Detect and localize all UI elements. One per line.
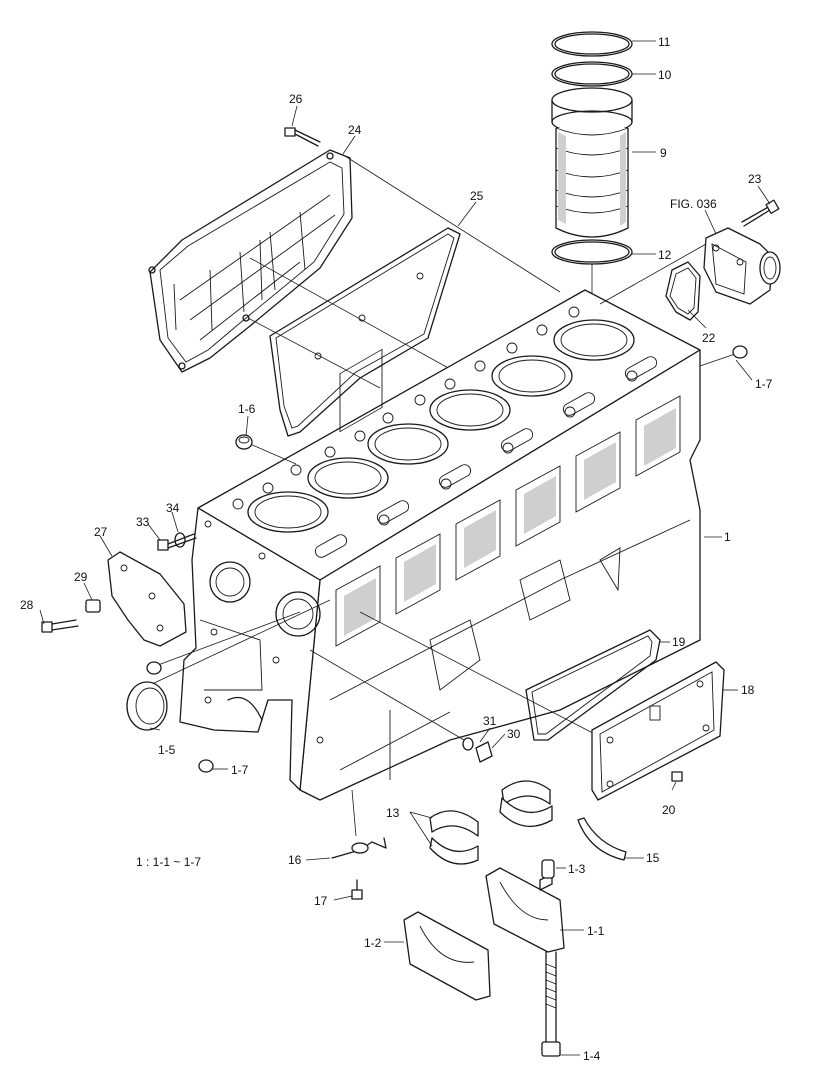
o-ring-12 [551, 239, 633, 265]
main-bearing-shells-13 [429, 780, 553, 865]
callout-11: 11 [658, 35, 671, 49]
callout-16: 16 [288, 853, 302, 867]
callout-13: 13 [386, 806, 400, 820]
bolt-28 [41, 619, 79, 633]
callout-1-3: 1-3 [568, 862, 586, 876]
callout-1: 1 [724, 530, 731, 544]
bearing-cap-1-1 [485, 867, 565, 953]
plug-1-7-top [732, 345, 748, 359]
callout-30: 30 [507, 727, 521, 741]
dowel-1-3 [541, 859, 555, 879]
gasket-25 [269, 227, 461, 437]
cylinder-liner-9 [551, 87, 633, 238]
callout-23: 23 [748, 172, 762, 186]
callout-28: 28 [20, 598, 34, 612]
o-ring-10 [551, 61, 633, 87]
thrust-washer-15 [577, 817, 627, 861]
callout-17: 17 [314, 894, 328, 908]
bolt-17 [351, 879, 363, 900]
callout-19: 19 [672, 635, 686, 649]
seal-1-5 [126, 681, 168, 731]
plug-1-6 [235, 434, 253, 450]
plug-1-7-bottom [198, 759, 214, 773]
callout-29: 29 [74, 570, 88, 584]
callout-9: 9 [660, 146, 667, 160]
washer-34 [174, 532, 186, 548]
legend-note: 1 : 1-1 ~ 1-7 [136, 855, 201, 869]
bolt-26 [284, 127, 321, 147]
cylinder-liner-assembly [551, 31, 633, 340]
bolt-33 [157, 533, 197, 551]
plug-30 [475, 741, 493, 763]
callout-18: 18 [741, 683, 755, 697]
callout-1-2: 1-2 [364, 936, 382, 950]
callout-15: 15 [646, 851, 660, 865]
callout-1-6: 1-6 [238, 402, 256, 416]
callout-1-7-top: 1-7 [755, 377, 773, 391]
callout-10: 10 [658, 68, 672, 82]
cylinder-bores [247, 319, 635, 533]
bolt-20 [671, 771, 683, 782]
o-ring-11 [551, 31, 633, 57]
spacer-29 [85, 599, 101, 613]
callout-labels: 11 10 9 12 26 24 25 23 FIG. 036 22 1-7 1… [20, 35, 773, 1063]
cap-bolt-1-4 [541, 951, 561, 1057]
callout-26: 26 [289, 92, 303, 106]
callout-1-1: 1-1 [587, 924, 605, 938]
cover-18 [591, 661, 725, 801]
callout-1-5: 1-5 [158, 743, 176, 757]
callout-25: 25 [470, 189, 484, 203]
callout-31: 31 [483, 714, 497, 728]
callout-1-4: 1-4 [583, 1049, 601, 1063]
gasket-19 [525, 629, 661, 741]
bearing-cap-1-2 [403, 911, 491, 1001]
deck-bolt-holes [232, 306, 638, 526]
callout-20: 20 [662, 803, 676, 817]
callout-27: 27 [94, 525, 108, 539]
callout-1-7-bottom: 1-7 [231, 763, 249, 777]
washer-31 [462, 737, 474, 751]
side-windows [339, 348, 383, 433]
callout-24: 24 [348, 123, 362, 137]
callout-leaders [39, 40, 771, 1056]
gasket-22 [665, 261, 701, 321]
callout-34: 34 [166, 501, 180, 515]
side-cover-24 [148, 149, 353, 373]
cylinder-block-1 [179, 289, 701, 801]
callout-22: 22 [702, 331, 716, 345]
bracket-27 [107, 551, 187, 647]
oil-jet-16 [331, 837, 387, 859]
thermostat-housing-fig036 [703, 227, 781, 305]
callout-12: 12 [658, 248, 672, 262]
plug-small [146, 661, 162, 675]
bolt-23 [741, 199, 780, 227]
deck-passages [314, 356, 658, 558]
callout-33: 33 [136, 515, 150, 529]
figure-reference: FIG. 036 [670, 197, 717, 211]
